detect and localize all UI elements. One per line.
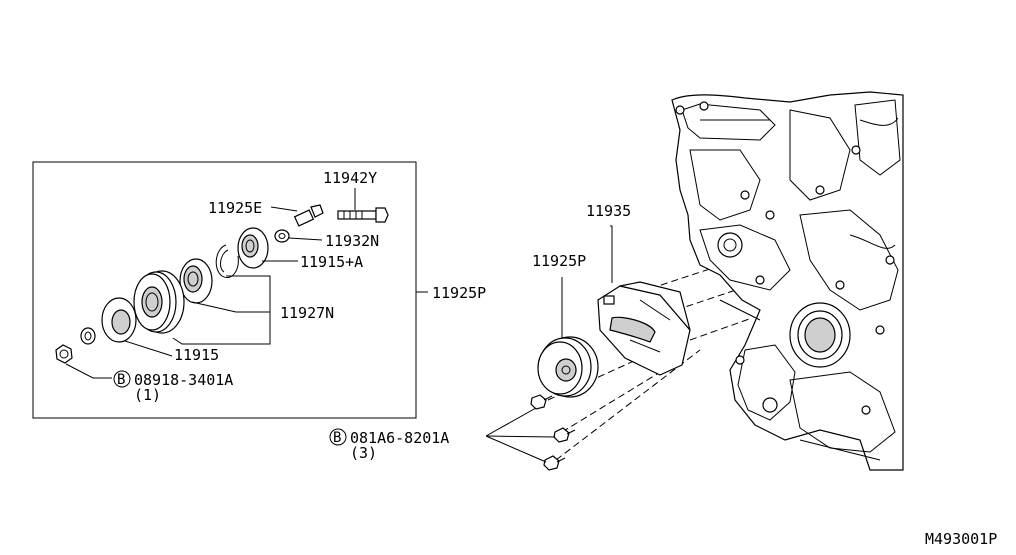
leader-nut (65, 363, 112, 379)
callout-11932n: 11932N (325, 232, 379, 250)
plate-11915a (237, 227, 269, 269)
b-symbol-nut (113, 370, 131, 388)
spacer-11932n (274, 229, 290, 243)
bearing-11927n (179, 258, 213, 304)
callout-11925e: 11925E (208, 199, 262, 217)
tensioner-body (597, 281, 691, 376)
bolt-2 (553, 427, 576, 443)
pulley-11915 (133, 270, 185, 334)
exploded-view-box (32, 161, 417, 419)
bolts-quantity: (3) (350, 444, 377, 462)
callout-pulley-assembly: 11925P (532, 252, 586, 270)
leader-11932n (288, 237, 323, 241)
bolt-3 (543, 455, 566, 471)
engine-block (671, 91, 904, 471)
nut-part-code: 08918-3401A (134, 371, 233, 389)
figure-id: M493001P (925, 530, 997, 548)
b-symbol-bolts-label: B (333, 430, 341, 446)
installed-pulley (537, 336, 599, 398)
b-symbol-nut-label: B (117, 372, 125, 388)
washer-large (101, 297, 137, 343)
leader-11925e (270, 206, 298, 212)
nut-quantity: (1) (134, 386, 161, 404)
leader-11927n-b (191, 301, 237, 313)
leader-11927n-a (172, 275, 271, 345)
bolt-11925e (293, 204, 324, 227)
leader-11915 (124, 340, 173, 357)
leader-bolts-2 (485, 435, 556, 438)
washer-small (80, 327, 96, 345)
callout-tensioner: 11935 (586, 202, 631, 220)
bolt-11942y (337, 207, 389, 223)
leader-bolts-3 (485, 435, 547, 463)
callout-assembly: 11925P (432, 284, 486, 302)
callout-11915a: 11915+A (300, 253, 363, 271)
b-symbol-bolts (329, 428, 347, 446)
leader-tensioner (610, 225, 613, 283)
bolt-1 (530, 394, 553, 410)
callout-11927n: 11927N (280, 304, 334, 322)
callout-11915: 11915 (174, 346, 219, 364)
callout-11942y: 11942Y (323, 169, 377, 187)
snap-ring (215, 244, 239, 278)
nut (55, 344, 73, 364)
bolts-part-code: 081A6-8201A (350, 429, 449, 447)
leader-bolts-1 (485, 407, 537, 437)
